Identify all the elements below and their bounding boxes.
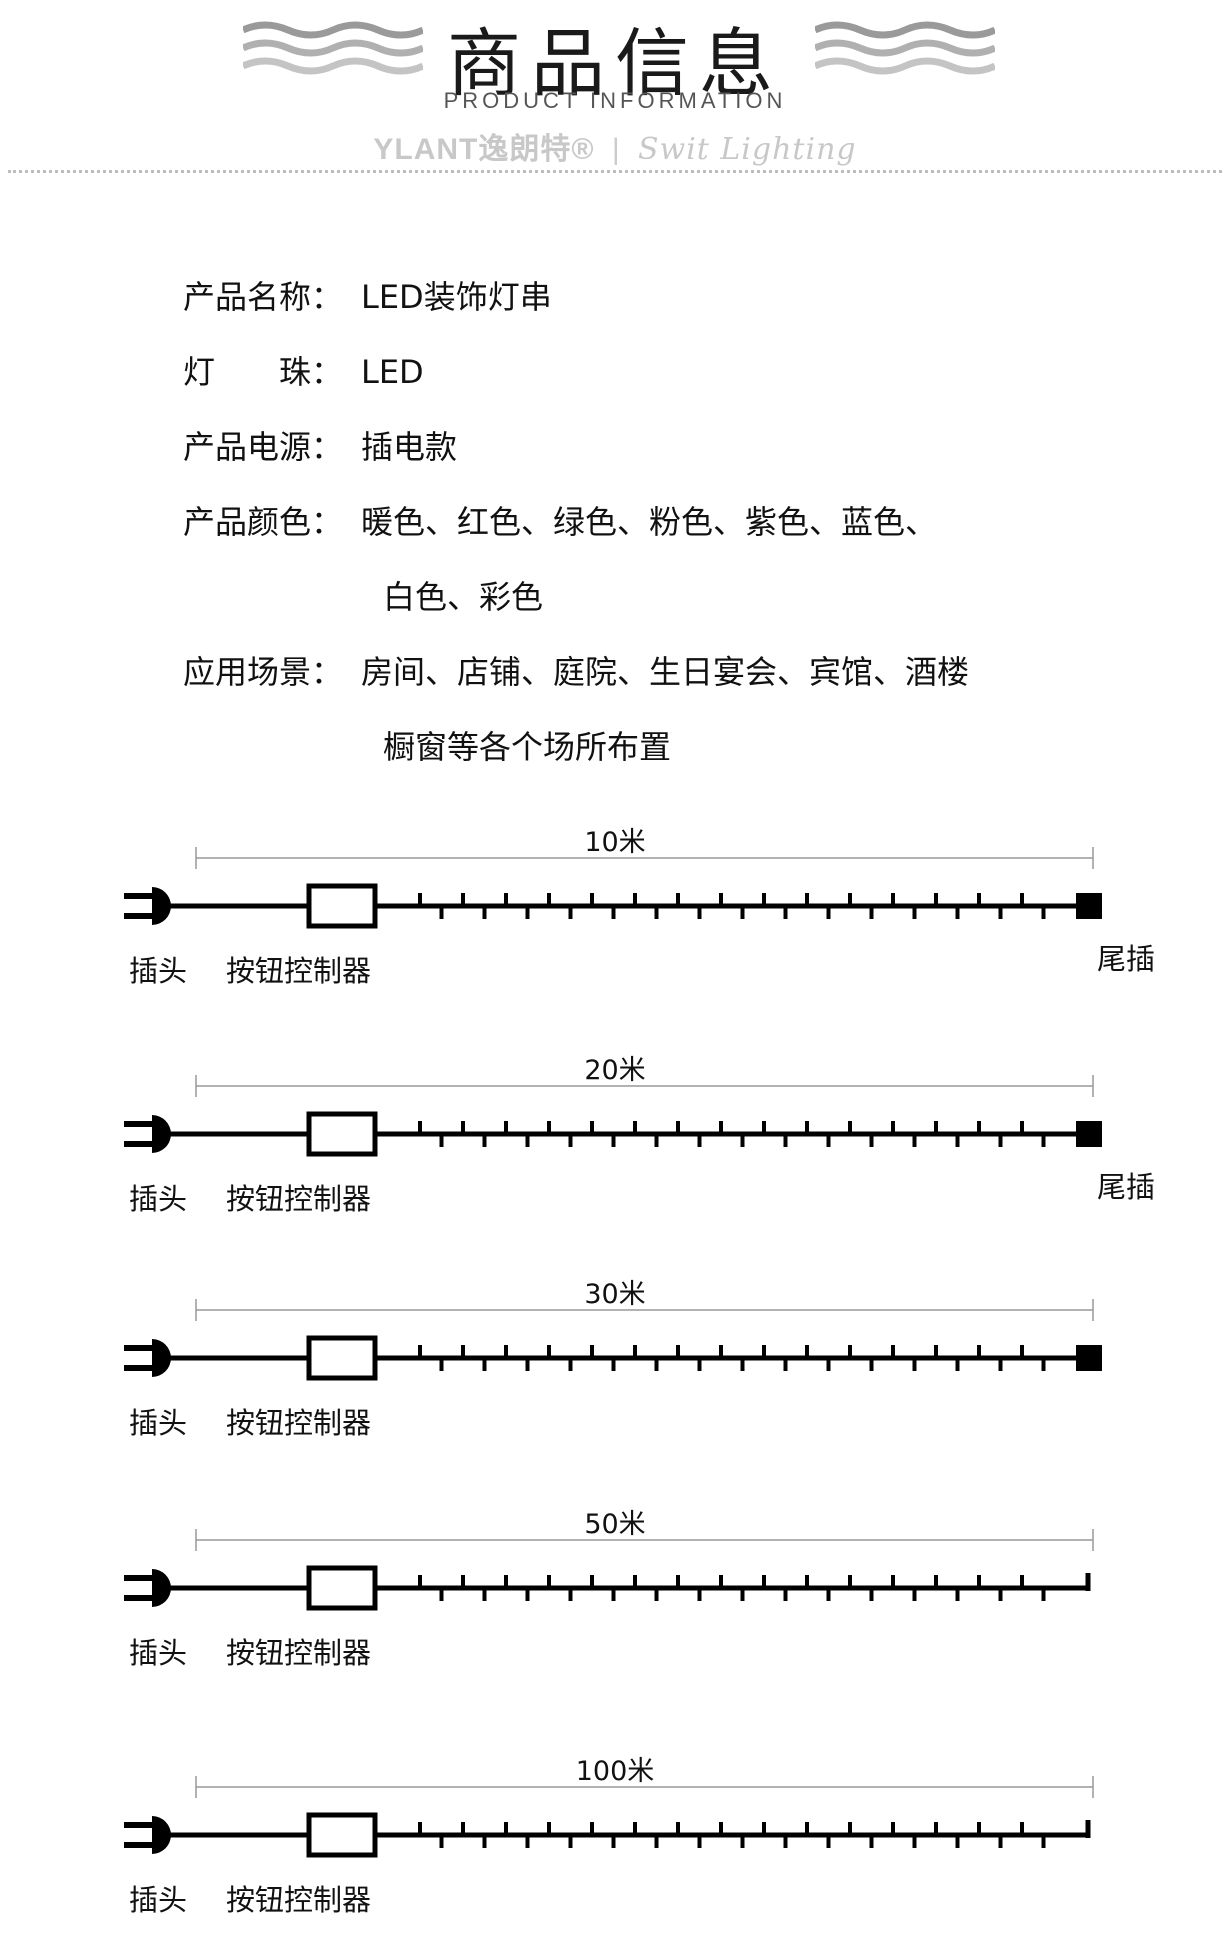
info-value-continuation: 白色、彩色	[383, 578, 544, 616]
tail-plug-label: 尾插	[1097, 1170, 1156, 1204]
info-label: 产品名称：	[183, 278, 344, 316]
brand-logo: YLANT逸朗特® | Swit Lighting	[0, 124, 1230, 168]
plug-label: 插头	[129, 954, 188, 988]
info-value: 暖色、红色、绿色、粉色、紫色、蓝色、	[361, 503, 938, 541]
controller-box-icon	[306, 1335, 378, 1381]
info-value-continuation: 橱窗等各个场所布置	[383, 728, 672, 766]
light-string-schematic	[124, 1299, 1102, 1381]
info-row-power: 产品电源： 插电款	[183, 422, 457, 468]
plug-icon	[124, 1816, 171, 1854]
page-header: 商品信息 PRODUCT INFORMATION YLANT逸朗特® | Swi…	[0, 0, 1230, 180]
controller-box-icon	[306, 1812, 378, 1858]
info-row-bead: 灯 珠： LED	[183, 347, 424, 393]
right-wave-decoration-icon	[815, 21, 995, 75]
info-row-usage: 应用场景： 房间、店铺、庭院、生日宴会、宾馆、酒楼	[183, 647, 969, 693]
controller-box-icon	[306, 1565, 378, 1611]
brand-name: YLANT逸朗特®	[373, 133, 595, 166]
info-row-name: 产品名称： LED装饰灯串	[183, 272, 552, 318]
plug-label: 插头	[129, 1182, 188, 1216]
plug-icon	[124, 887, 171, 925]
header-divider	[8, 170, 1222, 173]
info-value: LED	[361, 353, 424, 391]
light-string-schematic	[124, 1529, 1094, 1611]
brand-divider: |	[611, 133, 621, 166]
controller-label: 按钮控制器	[226, 1406, 372, 1440]
plug-label: 插头	[129, 1883, 188, 1917]
tail-plug-icon	[1076, 893, 1102, 919]
plug-label: 插头	[129, 1636, 188, 1670]
string-light-diagram-20m: 20米 插头 按钮控制器 尾插	[0, 1048, 1230, 1248]
length-label: 20米	[584, 1055, 646, 1086]
light-string-schematic	[124, 1075, 1102, 1157]
length-label: 10米	[584, 827, 646, 858]
tail-plug-label: 尾插	[1097, 942, 1156, 976]
string-light-diagram-10m: 10米 插头 按钮控制器 尾插	[0, 820, 1230, 1020]
info-value: 插电款	[361, 428, 458, 466]
info-value: LED装饰灯串	[361, 278, 552, 316]
string-light-diagram-30m: 30米 插头 按钮控制器	[0, 1272, 1230, 1472]
info-label: 产品颜色：	[183, 503, 344, 541]
info-label: 应用场景：	[183, 653, 344, 691]
controller-box-icon	[306, 1111, 378, 1157]
page-subtitle: PRODUCT INFORMATION	[443, 88, 787, 113]
controller-label: 按钮控制器	[226, 1182, 372, 1216]
plug-label: 插头	[129, 1406, 188, 1440]
string-light-diagram-50m: 50米 插头 按钮控制器	[0, 1502, 1230, 1702]
info-row-colors: 产品颜色： 暖色、红色、绿色、粉色、紫色、蓝色、	[183, 497, 937, 543]
brand-script-name: Swit Lighting	[637, 132, 857, 167]
light-string-schematic	[124, 847, 1102, 929]
length-label: 30米	[584, 1279, 646, 1310]
length-label: 100米	[575, 1756, 655, 1787]
tail-plug-icon	[1076, 1345, 1102, 1371]
light-string-schematic	[124, 1776, 1094, 1858]
info-label: 灯 珠：	[183, 353, 344, 391]
plug-icon	[124, 1339, 171, 1377]
controller-label: 按钮控制器	[226, 1883, 372, 1917]
controller-label: 按钮控制器	[226, 954, 372, 988]
plug-icon	[124, 1569, 171, 1607]
controller-box-icon	[306, 883, 378, 929]
plug-icon	[124, 1115, 171, 1153]
info-value: 房间、店铺、庭院、生日宴会、宾馆、酒楼	[361, 653, 970, 691]
length-label: 50米	[584, 1509, 646, 1540]
info-label: 产品电源：	[183, 428, 344, 466]
page-title: 商品信息	[447, 21, 783, 107]
controller-label: 按钮控制器	[226, 1636, 372, 1670]
left-wave-decoration-icon	[243, 21, 423, 75]
tail-plug-icon	[1076, 1121, 1102, 1147]
string-light-diagram-100m: 100米 插头 按钮控制器	[0, 1749, 1230, 1949]
